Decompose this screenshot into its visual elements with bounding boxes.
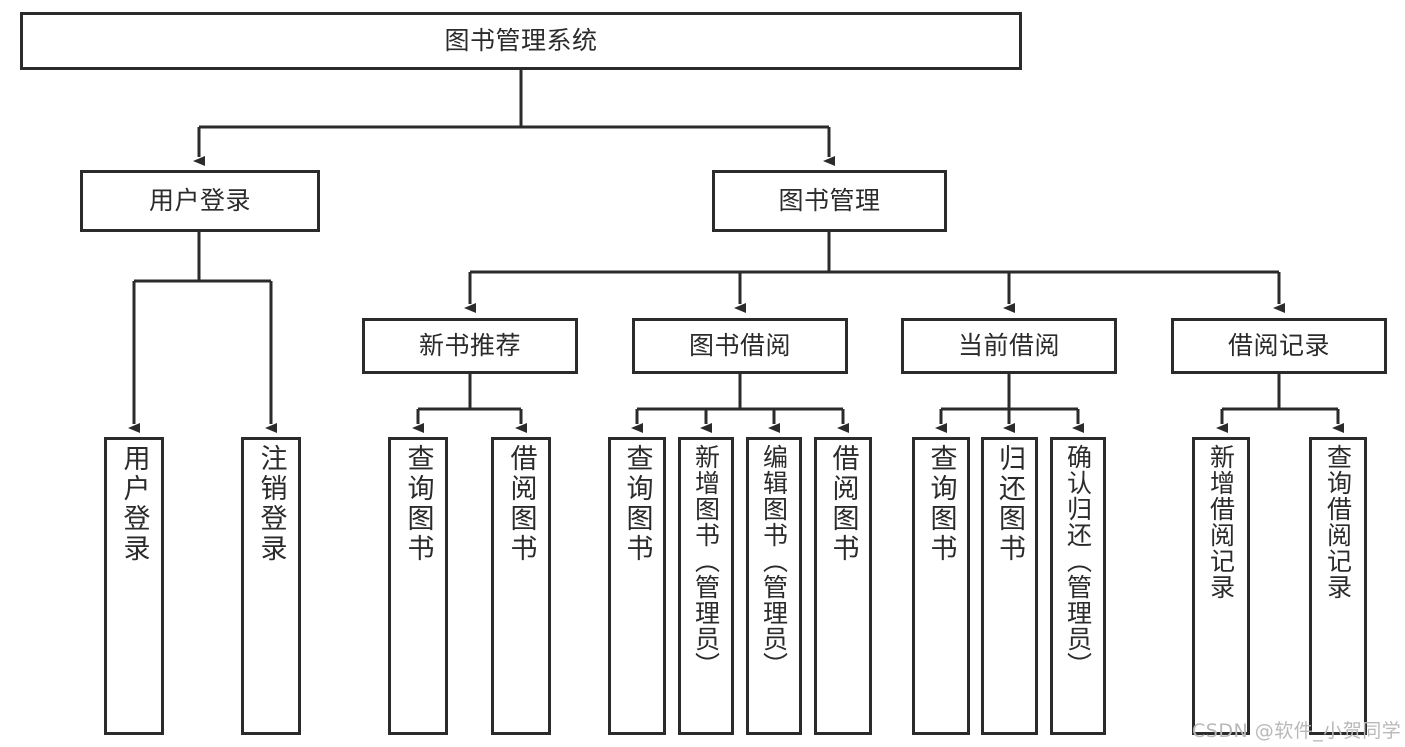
node-new-book-recommend[interactable]: 新书推荐 [362,318,578,374]
node-leaf-query-book-2-label: 查询图书 [621,444,653,564]
csdn-watermark: CSDN @软件_小贺同学 [1192,720,1402,742]
node-leaf-query-record-label: 查询借阅记录 [1323,444,1353,600]
node-leaf-borrow-book-2-label: 借阅图书 [827,444,859,564]
node-leaf-confirm-return[interactable]: 确认归还（管理员） [1050,437,1106,735]
node-leaf-return-book[interactable]: 归还图书 [981,437,1038,735]
node-leaf-edit-book-label: 编辑图书（管理员） [759,444,789,678]
node-leaf-borrow-book-1-label: 借阅图书 [505,444,537,564]
node-leaf-user-login-label: 用户登录 [118,444,150,564]
node-book-management[interactable]: 图书管理 [712,170,947,232]
node-book-borrow[interactable]: 图书借阅 [632,318,848,374]
node-root-label: 图书管理系统 [444,26,598,56]
node-book-management-label: 图书管理 [778,186,881,216]
node-current-borrow[interactable]: 当前借阅 [901,318,1117,374]
node-leaf-add-book-label: 新增图书（管理员） [691,444,721,678]
node-leaf-return-book-label: 归还图书 [994,444,1025,564]
node-leaf-add-book[interactable]: 新增图书（管理员） [678,437,734,735]
node-current-borrow-label: 当前借阅 [957,331,1060,361]
node-borrow-record-label: 借阅记录 [1227,331,1330,361]
node-leaf-add-record[interactable]: 新增借阅记录 [1192,437,1250,735]
node-leaf-query-book-1-label: 查询图书 [402,444,434,564]
node-user-login[interactable]: 用户登录 [80,170,320,232]
node-leaf-query-book-2[interactable]: 查询图书 [608,437,666,735]
node-leaf-query-record[interactable]: 查询借阅记录 [1309,437,1367,735]
node-leaf-user-login[interactable]: 用户登录 [104,437,164,735]
node-user-login-label: 用户登录 [148,186,251,216]
node-leaf-logout-login-label: 注销登录 [255,444,287,564]
node-leaf-query-book-1[interactable]: 查询图书 [388,437,448,735]
node-leaf-borrow-book-2[interactable]: 借阅图书 [814,437,872,735]
node-leaf-query-book-3[interactable]: 查询图书 [912,437,970,735]
node-borrow-record[interactable]: 借阅记录 [1171,318,1387,374]
node-leaf-logout-login[interactable]: 注销登录 [241,437,301,735]
node-leaf-confirm-return-label: 确认归还（管理员） [1063,444,1093,678]
node-leaf-add-record-label: 新增借阅记录 [1206,444,1236,600]
node-leaf-edit-book[interactable]: 编辑图书（管理员） [746,437,802,735]
node-book-borrow-label: 图书借阅 [688,331,791,361]
node-leaf-borrow-book-1[interactable]: 借阅图书 [491,437,551,735]
node-root[interactable]: 图书管理系统 [20,12,1022,70]
node-new-book-recommend-label: 新书推荐 [418,331,521,361]
node-leaf-query-book-3-label: 查询图书 [925,444,957,564]
